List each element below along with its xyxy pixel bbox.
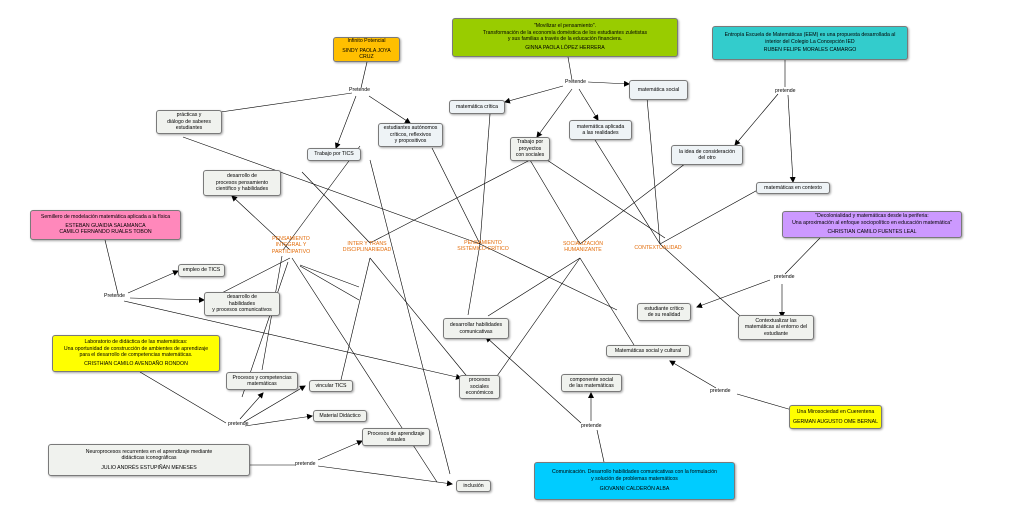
- category-pensamiento-sistemico: PENSAMIENTO SISTÉMICO-CRÍTICO: [457, 240, 509, 253]
- concept-inclusion[interactable]: inclusión: [456, 480, 491, 492]
- infinito-author: SINDY PAOLA JOYA CRUZ: [342, 47, 391, 61]
- source-movilizar-pensamiento[interactable]: "Movilizar el pensamiento". Transformaci…: [452, 18, 678, 57]
- concept-label: estudiantes autónomos críticos, reflexiv…: [383, 125, 438, 145]
- decolonialidad-title: "Decolonialidad y matemáticas desde la p…: [792, 213, 952, 226]
- movilizar-title: "Movilizar el pensamiento". Transformaci…: [482, 23, 648, 42]
- concept-trabajo-tics[interactable]: Trabajo por TICS: [307, 148, 361, 161]
- entropia-title: Entropía Escuela de Matemáticas (EEM) es…: [724, 32, 896, 45]
- semillero-title: Semillero de modelación matemática aplic…: [40, 214, 171, 221]
- concept-componente-social[interactable]: componente social de las matemáticas: [561, 374, 622, 392]
- source-semillero[interactable]: Semillero de modelación matemática aplic…: [30, 210, 181, 240]
- concept-label: inclusión: [463, 482, 484, 489]
- concept-matematicas-contexto[interactable]: matemáticas en contexto: [756, 182, 830, 194]
- concept-label: Contextualizar las matemáticas al entorn…: [744, 317, 808, 337]
- concept-label: Matemáticas social y cultural: [614, 347, 682, 354]
- concept-procesos-aprendizaje[interactable]: Procesos de aprendizaje visuales: [362, 428, 430, 446]
- category-inter-trans: INTER Y TRANS DISCIPLINARIEDAD: [342, 241, 392, 254]
- laboratorio-title: Laboratorio de didáctica de las matemáti…: [63, 339, 209, 358]
- concept-label: Procesos de aprendizaje visuales: [367, 430, 425, 443]
- source-neuroprocesos[interactable]: Neuroprocesos recurrentes en el aprendiz…: [48, 444, 250, 476]
- concept-matematicas-social-cultural[interactable]: Matemáticas social y cultural: [606, 345, 690, 357]
- concept-label: procesos sociales económicos: [465, 377, 494, 397]
- link-label-pretende-miroso: pretende: [710, 388, 731, 394]
- concept-practicas-dialogo[interactable]: prácticas y diálogo de saberes estudiant…: [156, 110, 222, 134]
- concept-label: Procesos y competencias matemáticas: [232, 374, 292, 387]
- source-entropia[interactable]: Entropía Escuela de Matemáticas (EEM) es…: [712, 26, 908, 60]
- source-infinito-potencial[interactable]: Infinito Potencial SINDY PAOLA JOYA CRUZ: [333, 37, 400, 62]
- concept-idea-consideracion[interactable]: la idea de consideración del otro: [671, 145, 743, 165]
- concept-label: desarrollar habilidades comunicativas: [449, 322, 503, 335]
- concept-desarrollo-pensamiento[interactable]: desarrollo de procesos pensamiento cient…: [203, 170, 281, 196]
- concept-label: empleo de TICS: [182, 267, 221, 274]
- link-label-pretende-decolonialidad: pretende: [774, 274, 795, 280]
- concept-material-didactico[interactable]: Material Didáctico: [313, 410, 367, 422]
- concept-matematica-critica[interactable]: matemática crítica: [449, 100, 505, 114]
- entropia-author: RUBEN FELIPE MORALES CAMARGO: [763, 47, 857, 54]
- neuroprocesos-author: JULIO ANDRÉS ESTUPIÑÁN MENESES: [101, 464, 197, 471]
- link-label-pretende-laboratorio: pretende: [228, 421, 249, 427]
- category-pensamiento-integral: PENSAMIENTO INTEGRAL Y PARTICIPATIVO: [271, 236, 311, 255]
- link-label-pretende-semillero: Pretende: [104, 293, 126, 299]
- comunicacion-author: GIOVANNI CALDERÓN ALBA: [599, 486, 670, 493]
- category-socializacion: SOCIALIZACIÓN HUMANIZANTE: [562, 241, 604, 254]
- decolonialidad-author: CHRISTIAN CAMILO FUENTES LEAL: [827, 229, 917, 236]
- laboratorio-author: CRISTHIAN CAMILO AVENDAÑO RONDON: [84, 361, 188, 368]
- link-label-pretende-comunicacion: pretende: [581, 423, 602, 429]
- link-label-pretende-infinito: Pretende: [349, 87, 371, 93]
- concept-label: estudiante crítico de su realidad: [644, 305, 684, 318]
- concept-label: Trabajo por proyectos con sociales: [515, 139, 545, 159]
- link-label-pretende-neuroprocesos: pretende: [295, 461, 316, 467]
- concept-contextualizar[interactable]: Contextualizar las matemáticas al entorn…: [738, 315, 814, 340]
- concept-empleo-tics[interactable]: empleo de TICS: [178, 264, 225, 277]
- concept-label: vincular TICS: [315, 382, 347, 389]
- concept-label: matemática aplicada a las realidades: [576, 123, 625, 136]
- source-comunicacion[interactable]: Comunicación. Desarrollo habilidades com…: [534, 462, 735, 500]
- concept-label: matemáticas en contexto: [764, 184, 822, 191]
- neuroprocesos-title: Neuroprocesos recurrentes en el aprendiz…: [85, 448, 213, 462]
- movilizar-author: GINNA PAOLA LÓPEZ HERRERA: [525, 45, 605, 52]
- concept-label: desarrollo de procesos pensamiento cient…: [215, 173, 269, 193]
- concept-label: Trabajo por TICS: [314, 151, 354, 158]
- miroso-author: GERMAN AUGUSTO OME BERNAL: [793, 418, 878, 425]
- concept-label: matemática crítica: [455, 103, 499, 110]
- concept-label: desarrollo de habilidades y procesos com…: [212, 294, 272, 314]
- infinito-title: Infinito Potencial: [347, 38, 386, 45]
- link-label-pretende-entropia: pretende: [775, 88, 796, 94]
- link-label-pretende-movilizar: Pretende: [565, 79, 587, 85]
- source-decolonialidad[interactable]: "Decolonialidad y matemáticas desde la p…: [782, 211, 962, 238]
- concept-estudiantes-autonomos[interactable]: estudiantes autónomos críticos, reflexiv…: [378, 123, 443, 147]
- source-mirosociedad[interactable]: Una Mirosociedad en Cuerentena GERMAN AU…: [789, 405, 882, 429]
- concept-label: prácticas y diálogo de saberes estudiant…: [167, 112, 211, 132]
- concept-vincular-tics[interactable]: vincular TICS: [309, 380, 353, 392]
- concept-desarrollo-habilidades[interactable]: desarrollo de habilidades y procesos com…: [204, 292, 280, 316]
- concept-matematica-aplicada[interactable]: matemática aplicada a las realidades: [569, 120, 632, 140]
- concept-procesos-sociales[interactable]: procesos sociales económicos: [459, 375, 500, 399]
- concept-trabajo-proyectos[interactable]: Trabajo por proyectos con sociales: [510, 137, 550, 161]
- concept-label: la idea de consideración del otro: [679, 148, 735, 161]
- concept-estudiante-critico[interactable]: estudiante crítico de su realidad: [637, 303, 691, 321]
- source-laboratorio[interactable]: Laboratorio de didáctica de las matemáti…: [52, 335, 220, 372]
- category-contextualidad: CONTEXTUALIDAD: [634, 245, 682, 251]
- comunicacion-title: Comunicación. Desarrollo habilidades com…: [552, 469, 717, 482]
- concept-label: matemática social: [637, 86, 680, 93]
- concept-procesos-competencias[interactable]: Procesos y competencias matemáticas: [226, 372, 298, 390]
- concept-label: componente social de las matemáticas: [569, 376, 614, 389]
- concept-label: Material Didáctico: [319, 412, 361, 419]
- concept-desarrollar-habilidades[interactable]: desarrollar habilidades comunicativas: [443, 318, 509, 339]
- miroso-title: Una Mirosociedad en Cuerentena: [796, 409, 875, 416]
- concept-matematica-social[interactable]: matemática social: [629, 80, 688, 100]
- semillero-author: ESTEBAN GUAIDIA SALAMANCA CAMILO FERNAND…: [59, 222, 152, 236]
